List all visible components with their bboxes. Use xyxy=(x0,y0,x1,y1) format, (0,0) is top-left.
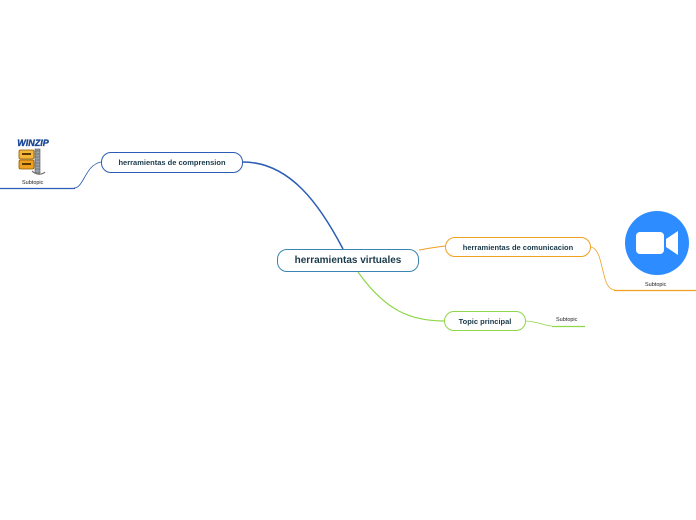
topic-herramientas-comunicacion[interactable]: herramientas de comunicacion xyxy=(445,237,591,257)
connector-root-compresion xyxy=(242,161,344,250)
svg-text:WINZIP: WINZIP xyxy=(17,138,49,148)
topic-label: herramientas de comprension xyxy=(118,158,226,167)
connector-comunicacion-sub xyxy=(590,246,616,291)
root-topic[interactable]: herramientas virtuales xyxy=(277,249,419,272)
subtopic-label-zoom: Subtopic xyxy=(645,282,667,288)
zoom-video-camera-icon[interactable] xyxy=(624,210,690,276)
topic-principal[interactable]: Topic principal xyxy=(444,311,526,331)
connector-topic-sub xyxy=(525,320,553,327)
subtopic-label-winzip: Subtopic xyxy=(22,180,44,186)
root-topic-label: herramientas virtuales xyxy=(294,255,402,266)
topic-herramientas-compresion[interactable]: herramientas de comprension xyxy=(101,152,243,173)
subtopic-label-topic: Subtopic xyxy=(556,317,578,323)
topic-label: herramientas de comunicacion xyxy=(462,242,574,252)
topic-label: Topic principal xyxy=(458,316,512,326)
winzip-icon[interactable]: WINZIP xyxy=(12,137,54,177)
connector-compresion-sub xyxy=(73,161,102,189)
connector-root-comunicacion xyxy=(418,245,446,251)
connector-root-topic xyxy=(357,271,445,322)
